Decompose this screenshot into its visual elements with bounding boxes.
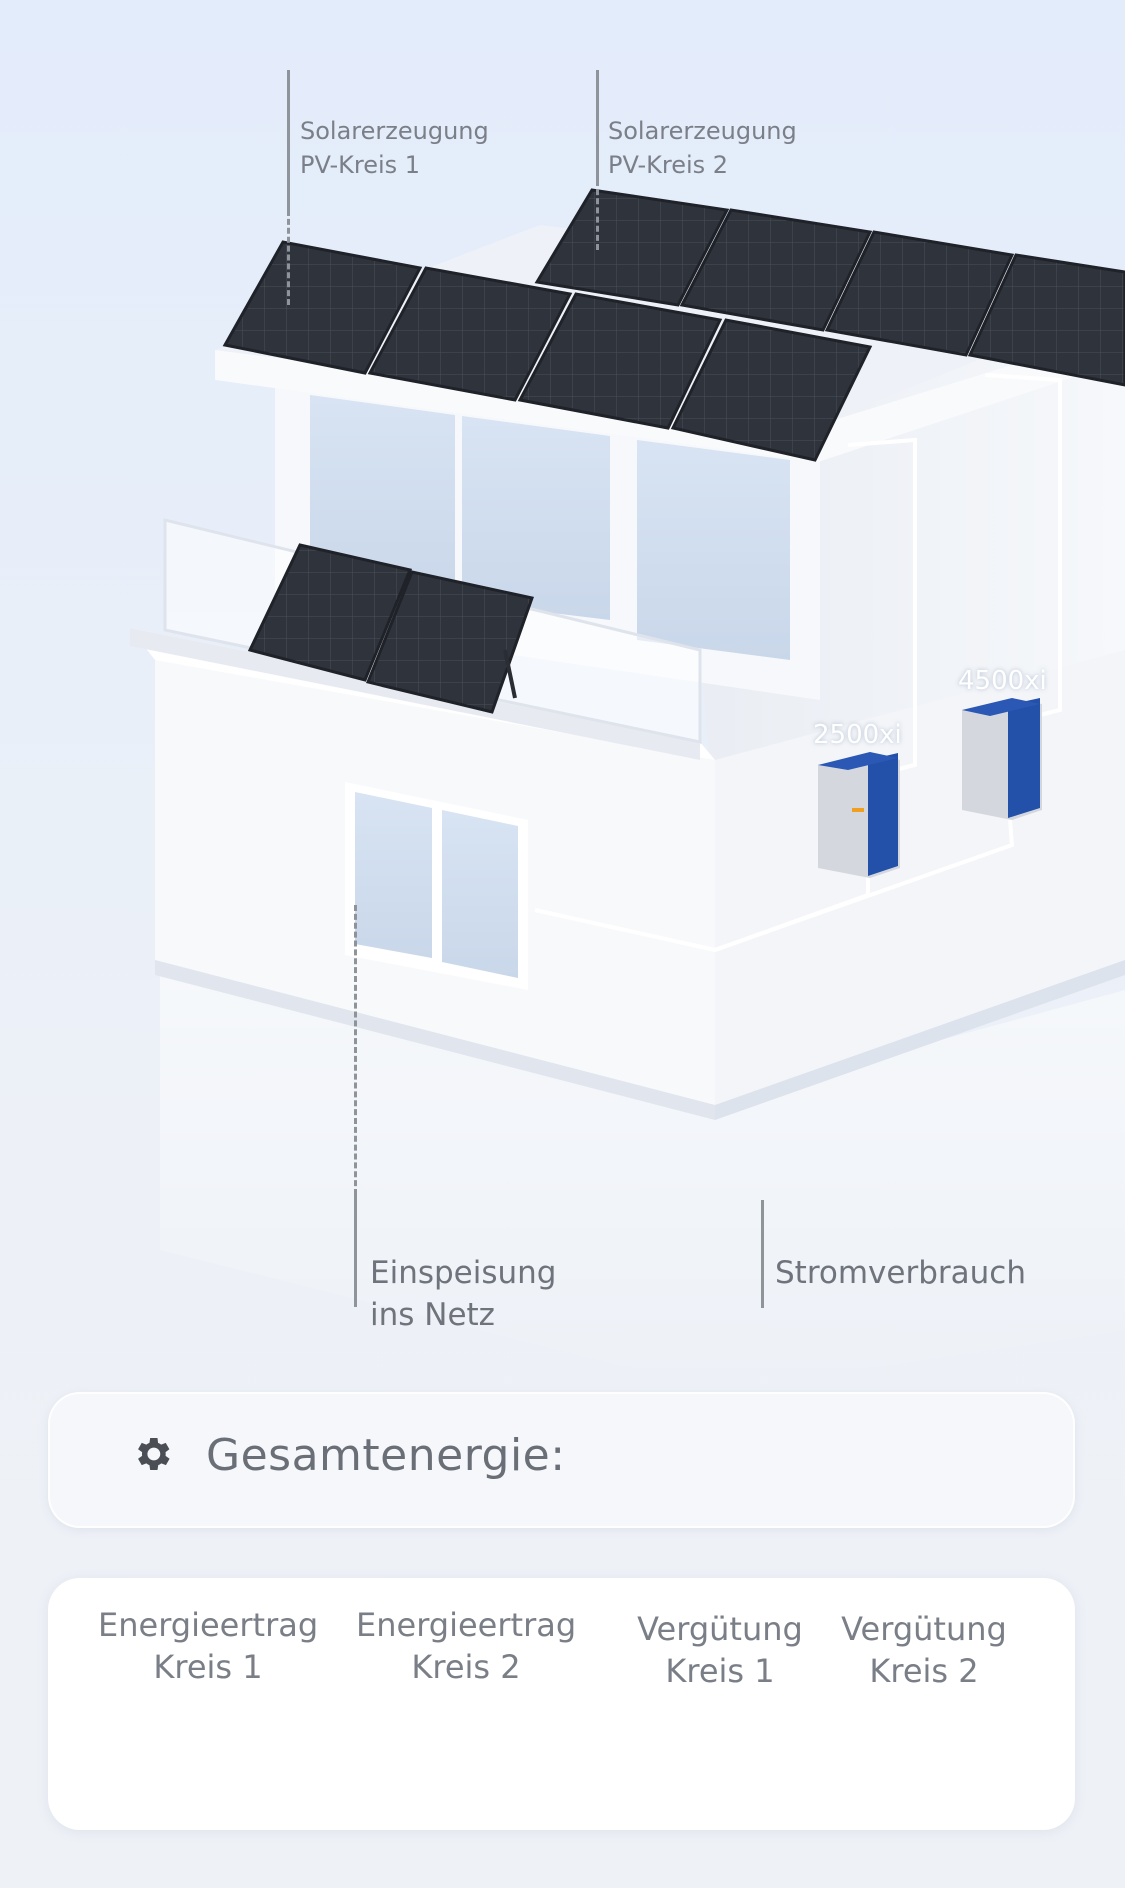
consumption-pointer — [761, 1200, 764, 1308]
pv1-label: Solarerzeugung PV-Kreis 1 — [300, 114, 489, 182]
grid-label-line1: Einspeisung — [370, 1255, 557, 1291]
stat-energy-circuit-1: Energieertrag Kreis 1 — [98, 1604, 318, 1688]
pv2-label: Solarerzeugung PV-Kreis 2 — [608, 114, 797, 182]
pv1-pointer — [287, 70, 290, 210]
pv2-pointer — [596, 70, 599, 180]
total-energy-card[interactable]: Gesamtenergie: — [48, 1392, 1075, 1528]
stat-compensation-circuit-1: Vergütung Kreis 1 — [620, 1608, 820, 1692]
stats-card: Energieertrag Kreis 1 Energieertrag Krei… — [48, 1578, 1075, 1830]
inverter-large-label: 4500xi — [958, 666, 1047, 696]
stat-label-line1: Vergütung — [637, 1610, 803, 1648]
grid-feed-label: Einspeisung ins Netz — [370, 1252, 556, 1336]
stat-label-line2: Kreis 1 — [665, 1652, 775, 1690]
stat-label-line2: Kreis 1 — [153, 1648, 263, 1686]
inverter-small-label: 2500xi — [813, 720, 902, 750]
stat-label-line2: Kreis 2 — [411, 1648, 521, 1686]
pv-array-2 — [534, 188, 1125, 387]
balcony-pv — [247, 543, 534, 714]
roof-edge — [215, 330, 1125, 462]
stat-label-line1: Energieertrag — [98, 1606, 319, 1644]
pv1-label-line2: PV-Kreis 1 — [300, 151, 421, 179]
pv2-label-line1: Solarerzeugung — [608, 117, 797, 145]
consumption-label: Stromverbrauch — [775, 1255, 1026, 1291]
pv2-pointer-dashed — [596, 180, 599, 250]
stat-label-line1: Vergütung — [841, 1610, 1007, 1648]
inverter-2500xi — [818, 752, 900, 878]
house-drawing — [130, 188, 1125, 1390]
house-illustration: Solarerzeugung PV-Kreis 1 Solarerzeugung… — [130, 70, 1125, 1390]
total-energy-title: Gesamtenergie: — [206, 1430, 566, 1481]
pv1-label-line1: Solarerzeugung — [300, 117, 489, 145]
stat-label-line2: Kreis 2 — [869, 1652, 979, 1690]
pv1-pointer-dashed — [287, 210, 290, 305]
gear-icon — [138, 1438, 170, 1470]
grid-pointer — [354, 1195, 357, 1307]
pv-array-1 — [222, 240, 873, 462]
grid-pointer-dashed — [354, 905, 357, 1195]
pv2-label-line2: PV-Kreis 2 — [608, 151, 729, 179]
grid-label-line2: ins Netz — [370, 1297, 495, 1333]
stat-energy-circuit-2: Energieertrag Kreis 2 — [356, 1604, 576, 1688]
stat-compensation-circuit-2: Vergütung Kreis 2 — [824, 1608, 1024, 1692]
cables — [534, 373, 1062, 953]
stat-label-line1: Energieertrag — [356, 1606, 577, 1644]
inverter-4500xi — [962, 698, 1042, 820]
